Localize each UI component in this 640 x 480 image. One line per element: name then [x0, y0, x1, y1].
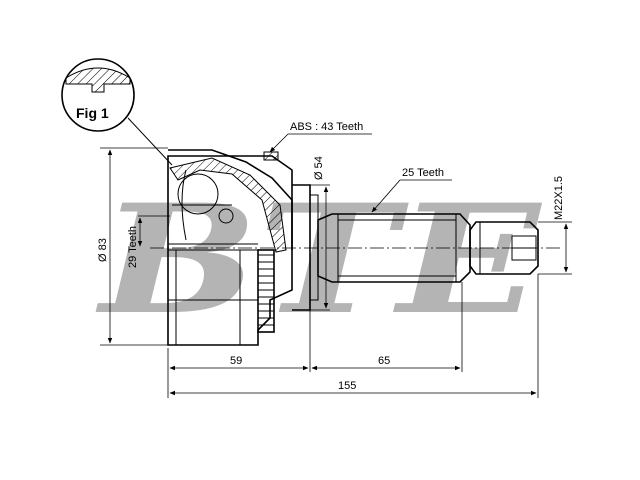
- dimension-inner-spline: 29 Teeth: [127, 215, 170, 268]
- inner-spline-label: 29 Teeth: [127, 226, 139, 268]
- fig-1-detail: Fig 1: [61, 58, 173, 166]
- dim-155-label: 155: [338, 380, 356, 392]
- leader-outer-spline: 25 Teeth: [371, 167, 452, 213]
- dimension-thread: M22X1.5: [538, 176, 572, 275]
- dimension-seal-diameter: Ø 54: [310, 156, 330, 311]
- outer-spline-label: 25 Teeth: [402, 167, 444, 179]
- leader-abs: ABS : 43 Teeth: [269, 121, 372, 153]
- dimension-59: 59: [167, 310, 311, 398]
- seal-diameter-label: Ø 54: [313, 156, 325, 180]
- dim-59-label: 59: [230, 355, 242, 367]
- fig-1-label: Fig 1: [76, 105, 109, 121]
- thread-label: M22X1.5: [553, 176, 565, 220]
- dimension-155: 155: [169, 274, 539, 398]
- dimension-65: 65: [311, 282, 463, 372]
- outer-housing: [167, 149, 293, 346]
- dimension-outer-diameter: Ø 83: [97, 147, 168, 346]
- outer-diameter-label: Ø 83: [97, 238, 109, 262]
- dim-65-label: 65: [378, 355, 390, 367]
- watermark-logo: BTE: [95, 172, 543, 348]
- abs-label: ABS : 43 Teeth: [290, 121, 363, 133]
